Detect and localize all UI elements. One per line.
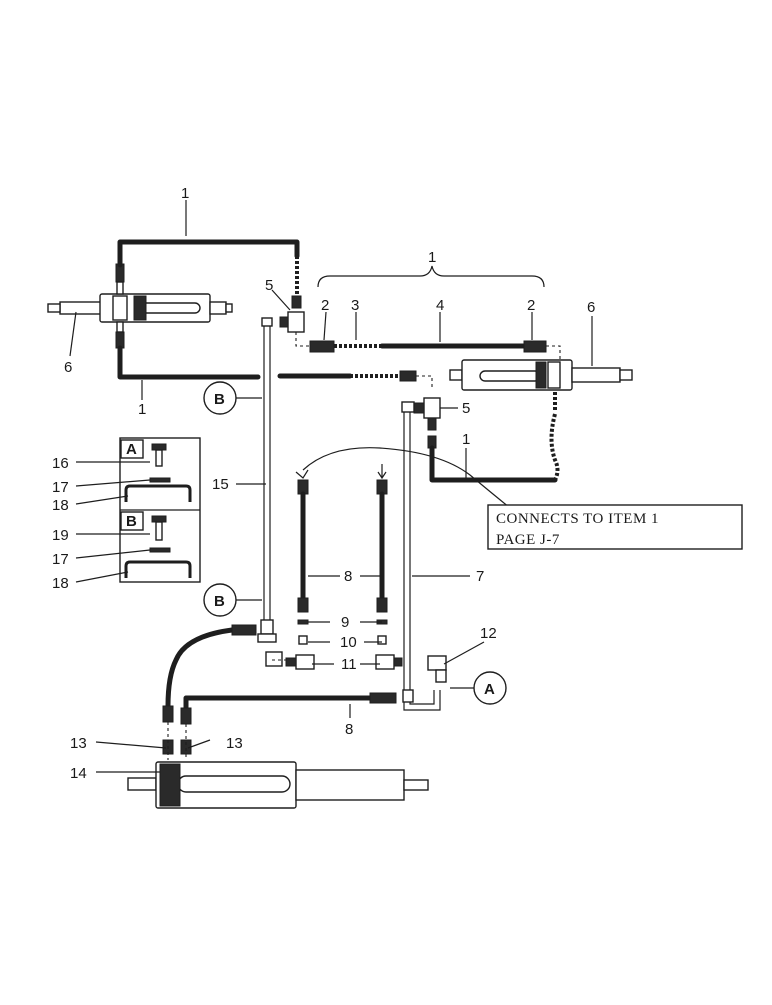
elbow-11-right: [375, 654, 403, 670]
item-1-right: 1: [462, 431, 470, 448]
arrow-curve-head: [295, 469, 309, 479]
seal-9-left: [297, 619, 309, 625]
leader-2-left: [323, 311, 327, 341]
item-11: 11: [341, 656, 357, 673]
marker-b-lower-circle: [203, 583, 237, 617]
marker-a-circle: [473, 671, 507, 705]
item-8-lower: 8: [345, 721, 353, 738]
item-17-a: 17: [52, 479, 69, 496]
fitting-10-left: [298, 635, 308, 645]
item-8-pair: 8: [344, 568, 352, 585]
cylinder-bottom: [127, 761, 429, 809]
leader-6-left: [69, 311, 77, 357]
marker-b-upper-circle: [203, 381, 237, 415]
marker-b-upper: B: [214, 391, 225, 408]
item-18-a: 18: [52, 497, 69, 514]
leader-13: [95, 739, 211, 749]
inset-label-b: B: [126, 513, 137, 530]
item-13-left: 13: [70, 735, 87, 752]
fitting-top-coil: [291, 295, 302, 309]
fitting-lower-mid: [399, 370, 417, 382]
leader-17b: [75, 549, 151, 559]
hose-lower-left: [117, 345, 261, 380]
fitting-lower-curve: [231, 624, 257, 636]
fitting-10-right: [377, 635, 387, 645]
elbow-11-left: [285, 654, 315, 670]
curve-to-callout: [302, 447, 526, 521]
item-1-lower-left: 1: [138, 401, 146, 418]
fitting-lower-left: [162, 705, 174, 723]
tube-7: [401, 401, 441, 711]
inset-panel: [119, 437, 201, 583]
item-5-upper: 5: [265, 277, 273, 294]
item-6-left: 6: [64, 359, 72, 376]
hose-right-loop: [429, 445, 558, 483]
item-16: 16: [52, 455, 69, 472]
cylinder-right: [449, 359, 633, 391]
item-1-top: 1: [181, 185, 189, 202]
item-7: 7: [476, 568, 484, 585]
fitting-8-lower-b: [180, 707, 192, 725]
leader-18b: [75, 571, 129, 583]
hose-8-left: [297, 479, 309, 613]
callout-box: [487, 504, 743, 550]
brace-assembly: [317, 265, 545, 288]
elbow-left-of-tube15: [265, 651, 283, 667]
callout-line-2: PAGE J-7: [496, 532, 560, 548]
callout-line-1: CONNECTS TO ITEM 1: [496, 511, 659, 527]
hose-lower-curve: [165, 627, 235, 709]
dash-to-right-cylinder: [416, 375, 433, 388]
item-4: 4: [436, 297, 444, 314]
hose-assembly-right: [309, 340, 561, 360]
fitting-top-left-upper: [115, 263, 125, 295]
hose-8-right: [376, 479, 388, 613]
leader-17a: [75, 479, 151, 487]
tee-fitting-lower: [413, 397, 441, 449]
marker-a: A: [484, 681, 495, 698]
item-2-left: 2: [321, 297, 329, 314]
leader-5-upper: [271, 289, 291, 311]
item-2-right: 2: [527, 297, 535, 314]
item-10: 10: [340, 634, 357, 651]
item-19: 19: [52, 527, 69, 544]
hose-top-loop: [117, 239, 300, 268]
tee-fitting-upper: [279, 311, 310, 347]
leader-12: [443, 641, 485, 665]
item-1-brace: 1: [428, 249, 436, 266]
leader-18a: [75, 495, 129, 505]
item-3: 3: [351, 297, 359, 314]
item-9: 9: [341, 614, 349, 631]
arrow-hose-8-right: [377, 464, 387, 480]
inset-label-a: A: [126, 441, 137, 458]
hose-8-lower: [183, 695, 373, 711]
item-6-right: 6: [587, 299, 595, 316]
fitting-8-lower: [369, 692, 397, 704]
marker-b-lower: B: [214, 593, 225, 610]
item-5-lower: 5: [462, 400, 470, 417]
item-17-b: 17: [52, 551, 69, 568]
dash-13: [167, 722, 187, 760]
fitting-top-left-lower: [115, 321, 125, 349]
item-13-right: 13: [226, 735, 243, 752]
item-12: 12: [480, 625, 497, 642]
item-14: 14: [70, 765, 87, 782]
hose-coil-right-b: [549, 413, 560, 481]
cylinder-top-left: [47, 293, 233, 323]
tube-15: [257, 317, 277, 643]
item-15: 15: [212, 476, 229, 493]
item-18-b: 18: [52, 575, 69, 592]
elbow-12: [427, 655, 447, 683]
